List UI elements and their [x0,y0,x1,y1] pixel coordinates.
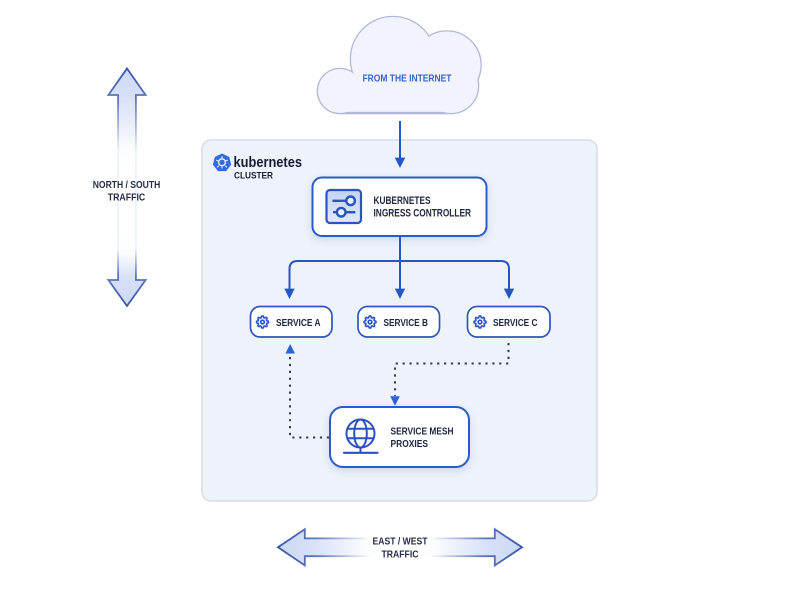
svg-text:SERVICE A: SERVICE A [276,318,321,329]
svg-text:FROM THE INTERNET: FROM THE INTERNET [363,74,452,85]
svg-text:KUBERNETES: KUBERNETES [374,195,431,207]
svg-text:INGRESS CONTROLLER: INGRESS CONTROLLER [374,208,472,220]
svg-text:SERVICE MESH: SERVICE MESH [391,427,454,438]
svg-text:SERVICE C: SERVICE C [493,318,538,329]
svg-text:TRAFFIC: TRAFFIC [382,549,419,561]
svg-text:kubernetes: kubernetes [234,155,303,171]
svg-text:TRAFFIC: TRAFFIC [108,193,146,204]
svg-text:EAST / WEST: EAST / WEST [373,536,428,548]
svg-text:CLUSTER: CLUSTER [234,171,273,181]
svg-text:NORTH / SOUTH: NORTH / SOUTH [93,180,161,191]
svg-text:SERVICE B: SERVICE B [384,318,429,329]
svg-text:PROXIES: PROXIES [391,439,429,450]
